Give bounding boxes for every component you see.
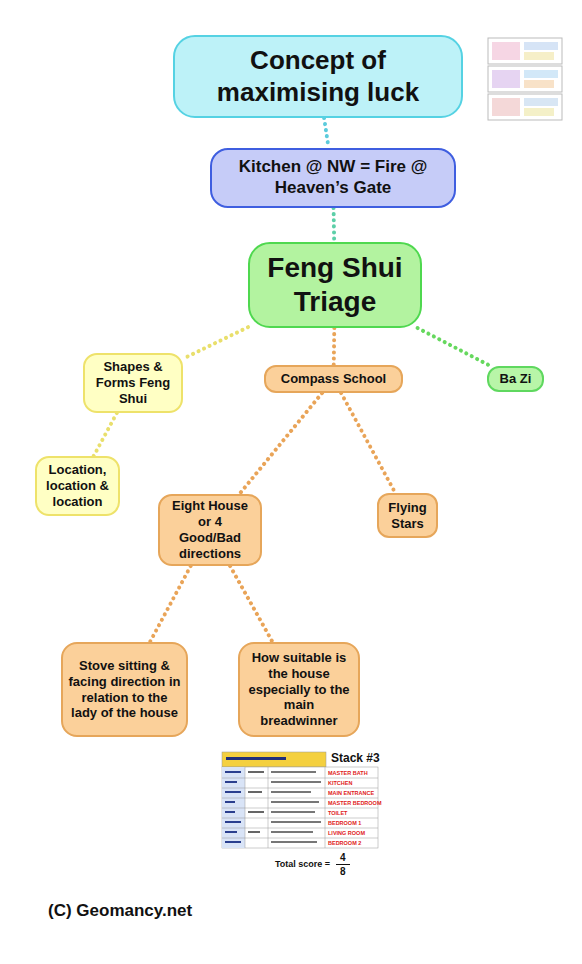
- table-text: [271, 841, 317, 843]
- table-text: [271, 801, 319, 803]
- table-rule: [222, 778, 378, 779]
- thumbnail-art: [492, 98, 520, 116]
- thumbnail-art: [492, 70, 520, 88]
- thumbnail: [488, 94, 562, 120]
- table-cell: TOILET: [328, 811, 347, 817]
- table-text: [248, 771, 264, 773]
- score-table: [222, 752, 378, 865]
- leaf-box: Eight House or 4 Good/Bad directions: [158, 494, 262, 566]
- score-numerator: 4: [340, 853, 346, 863]
- copyright-note: (C) Geomancy.net: [48, 902, 192, 919]
- table-rule: [222, 798, 378, 799]
- table-text: [225, 801, 235, 803]
- table-text: [225, 781, 237, 783]
- thumbnail-art: [492, 42, 520, 60]
- node-text: Ba Zi: [500, 371, 532, 387]
- score-label: Total score =: [275, 860, 330, 869]
- thumbnail-art: [524, 52, 554, 60]
- table-rule: [222, 818, 378, 819]
- table-cell: LIVING ROOM: [328, 831, 365, 837]
- thumbnail-art: [524, 42, 558, 50]
- topic-box: Kitchen @ NW = Fire @ Heaven’s Gate: [210, 148, 456, 208]
- table-text: [271, 831, 313, 833]
- branch-box: Shapes & Forms Feng Shui: [83, 353, 183, 413]
- table-rule: [222, 838, 378, 839]
- dotted-connector: [332, 328, 337, 365]
- leaf-box: Location, location & location: [35, 456, 120, 516]
- hub-box: Feng Shui Triage: [248, 242, 422, 328]
- stack-title: Stack #3: [331, 752, 380, 764]
- table-text: [225, 831, 237, 833]
- dotted-connector: [332, 208, 337, 242]
- thumbnail: [488, 66, 562, 92]
- dotted-connector: [183, 327, 248, 359]
- table-header: [222, 752, 326, 767]
- thumbnail: [488, 38, 562, 64]
- table-text: [248, 791, 262, 793]
- node-text: Compass School: [281, 371, 386, 387]
- table-text: [248, 831, 260, 833]
- table-text: [271, 811, 315, 813]
- node-text: Flying Stars: [383, 500, 432, 532]
- table-text: [225, 771, 241, 773]
- table-text: [225, 811, 235, 813]
- table-rule: [325, 767, 326, 848]
- node-text: Kitchen @ NW = Fire @ Heaven’s Gate: [222, 157, 444, 198]
- thumbnail-art: [524, 80, 554, 88]
- dotted-connector: [230, 566, 272, 642]
- leaf-box: How suitable is the house especially to …: [238, 642, 360, 737]
- dotted-connector: [324, 118, 328, 148]
- thumbnail-art: [524, 98, 558, 106]
- table-column: [222, 767, 245, 848]
- branch-box: Compass School: [264, 365, 403, 393]
- root-box: Concept of maximising luck: [173, 35, 463, 118]
- table-body: [222, 767, 378, 848]
- table-cell: BEDROOM 1: [328, 821, 361, 827]
- table-cell: BEDROOM 2: [328, 841, 361, 847]
- dotted-connector: [418, 328, 491, 366]
- leaf-box: Flying Stars: [377, 493, 438, 538]
- table-text: [225, 791, 241, 793]
- dotted-connector: [150, 566, 191, 642]
- table-text: [271, 781, 321, 783]
- thumbnail-stack: [488, 38, 562, 120]
- dotted-connector: [341, 393, 395, 493]
- branch-box: Ba Zi: [487, 366, 544, 392]
- table-text: [271, 821, 321, 823]
- table-text: [225, 821, 241, 823]
- leaf-box: Stove sitting & facing direction in rela…: [61, 642, 188, 737]
- node-text: Stove sitting & facing direction in rela…: [68, 658, 181, 721]
- dotted-connector: [239, 393, 322, 494]
- table-cell: KITCHEN: [328, 781, 352, 787]
- table-rule: [222, 828, 378, 829]
- table-header-text: [226, 757, 286, 760]
- table-cell: MAIN ENTRANCE: [328, 791, 374, 797]
- table-text: [225, 841, 241, 843]
- node-text: Feng Shui Triage: [260, 251, 410, 318]
- table-text: [271, 771, 316, 773]
- node-text: Location, location & location: [40, 462, 115, 510]
- fraction-bar: [336, 864, 350, 865]
- score-denominator: 8: [340, 867, 346, 877]
- node-text: Shapes & Forms Feng Shui: [91, 359, 175, 407]
- node-text: How suitable is the house especially to …: [245, 650, 353, 729]
- table-rule: [222, 808, 378, 809]
- table-cell: MASTER BEDROOM: [328, 801, 381, 807]
- node-text: Eight House or 4 Good/Bad directions: [168, 498, 252, 561]
- table-text: [248, 811, 264, 813]
- thumbnail-art: [524, 108, 554, 116]
- table-text: [271, 791, 311, 793]
- node-text: Concept of maximising luck: [205, 45, 431, 107]
- table-rule: [222, 788, 378, 789]
- thumbnail-art: [524, 70, 558, 78]
- dotted-connector: [94, 413, 117, 456]
- table-cell: MASTER BATH: [328, 771, 368, 777]
- table-rule: [245, 767, 246, 848]
- table-rule: [268, 767, 269, 848]
